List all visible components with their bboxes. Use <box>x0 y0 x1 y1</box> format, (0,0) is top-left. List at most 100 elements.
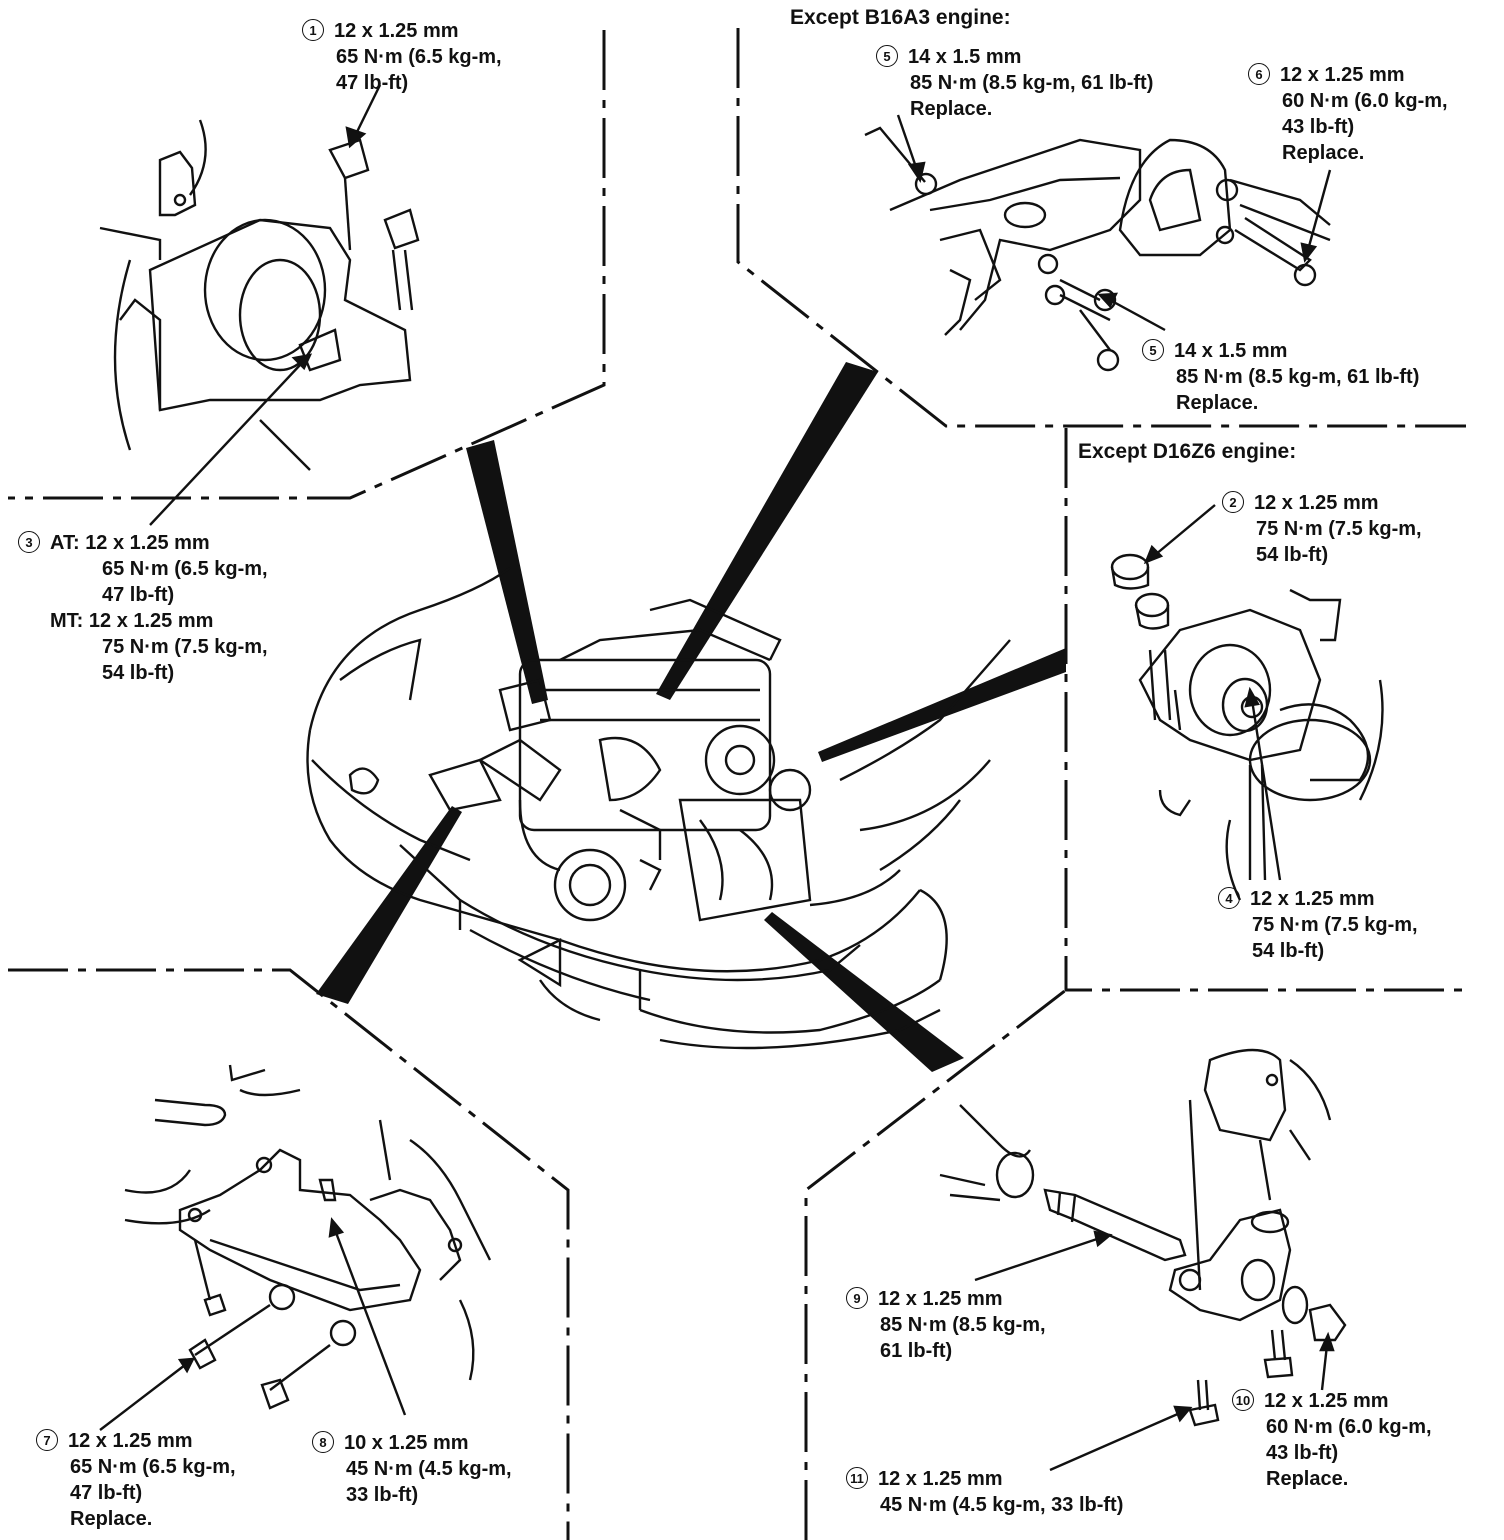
panel-borders <box>8 28 1466 1540</box>
callout-number: 7 <box>36 1429 58 1451</box>
wedge-top-right <box>656 362 878 700</box>
arrow-3 <box>149 364 301 526</box>
arrow-7-head <box>177 1357 196 1374</box>
bolt-size: 12 x 1.25 mm <box>68 1430 193 1452</box>
bolt-size-mt: 12 x 1.25 mm <box>88 610 214 632</box>
bolt-size: 12 x 1.25 mm <box>1280 64 1405 86</box>
callout-number: 5 <box>1142 339 1164 361</box>
panel-top-left-border <box>8 30 606 500</box>
panel-top-right-border <box>736 28 1466 428</box>
bolt-size: 12 x 1.25 mm <box>85 532 210 554</box>
bolt-size: 14 x 1.5 mm <box>908 46 1022 68</box>
mount-top-right <box>864 126 1331 372</box>
mount-right <box>1110 553 1384 901</box>
bolt-size: 12 x 1.25 mm <box>1250 888 1375 910</box>
wedge-bottom-right <box>764 912 964 1072</box>
callout-5-bottom: 5 14 x 1.5 mm 85 N·m (8.5 kg-m, 61 lb-ft)… <box>1142 338 1419 416</box>
callout-number: 11 <box>846 1467 868 1489</box>
torque-value: 45 N·m (4.5 kg-m, 33 lb-ft) <box>880 1494 1124 1516</box>
callout-number: 3 <box>18 531 40 553</box>
callout-9: 9 12 x 1.25 mm 85 N·m (8.5 kg-m, 61 lb-ft… <box>846 1286 1046 1364</box>
callout-number: 6 <box>1248 63 1270 85</box>
callout-number: 4 <box>1218 887 1240 909</box>
arrow-11 <box>1049 1411 1181 1472</box>
replace-note: Replace. <box>1266 1468 1349 1490</box>
torque-value: 85 N·m (8.5 kg-m, <box>880 1314 1046 1336</box>
callout-4: 4 12 x 1.25 mm 75 N·m (7.5 kg-m, 54 lb-ft… <box>1218 886 1418 964</box>
torque-value: 75 N·m (7.5 kg-m, <box>1252 914 1418 936</box>
replace-note: Replace. <box>1282 142 1365 164</box>
car-illustration <box>306 567 1011 1050</box>
bolt-size: 12 x 1.25 mm <box>334 20 459 42</box>
torque-value-mt-lbft: 54 lb-ft) <box>102 662 175 684</box>
callout-number: 10 <box>1232 1389 1254 1411</box>
callout-10: 10 12 x 1.25 mm 60 N·m (6.0 kg-m, 43 lb-f… <box>1232 1388 1432 1492</box>
torque-value-lbft: 43 lb-ft) <box>1282 116 1355 138</box>
arrows <box>99 84 1335 1472</box>
mount-bottom-left <box>124 1064 492 1410</box>
arrow-9 <box>974 1236 1101 1282</box>
torque-value: 65 N·m (6.5 kg-m, <box>336 46 502 68</box>
torque-value: 60 N·m (6.0 kg-m, <box>1282 90 1448 112</box>
arrow-8 <box>333 1229 407 1416</box>
callout-3: 3 AT: 12 x 1.25 mm 65 N·m (6.5 kg-m, 47 l… <box>18 530 268 686</box>
arrow-2-head <box>1143 544 1164 565</box>
arrow-10-head <box>1319 1331 1335 1352</box>
arrow-2 <box>1154 504 1216 556</box>
torque-value: 60 N·m (6.0 kg-m, <box>1266 1416 1432 1438</box>
callout-number: 2 <box>1222 491 1244 513</box>
heading-except-b16a3: Except B16A3 engine: <box>790 6 1011 29</box>
torque-value: 65 N·m (6.5 kg-m, <box>102 558 268 580</box>
bolt-size: 12 x 1.25 mm <box>1254 492 1379 514</box>
arrow-5a <box>896 114 919 171</box>
callout-number: 9 <box>846 1287 868 1309</box>
arrow-1 <box>353 84 382 137</box>
torque-value: 85 N·m (8.5 kg-m, 61 lb-ft) <box>1176 366 1420 388</box>
torque-value-lbft: 47 lb-ft) <box>102 584 175 606</box>
torque-value: 65 N·m (6.5 kg-m, <box>70 1456 236 1478</box>
torque-value: 45 N·m (4.5 kg-m, <box>346 1458 512 1480</box>
arrow-1-head <box>345 126 367 149</box>
bolt-size: 12 x 1.25 mm <box>878 1288 1003 1310</box>
arrow-6-head <box>1300 242 1318 263</box>
bolt-size: 12 x 1.25 mm <box>1264 1390 1389 1412</box>
torque-value-lbft: 61 lb-ft) <box>880 1340 953 1362</box>
callout-11: 11 12 x 1.25 mm 45 N·m (4.5 kg-m, 33 lb-f… <box>846 1466 1123 1518</box>
arrow-10 <box>1320 1344 1329 1391</box>
torque-value-lbft: 43 lb-ft) <box>1266 1442 1339 1464</box>
replace-note: Replace. <box>910 98 993 120</box>
arrow-11-head <box>1173 1405 1193 1423</box>
arrow-8-head <box>328 1217 345 1238</box>
arrow-5b-head <box>1097 292 1119 309</box>
bolt-size: 12 x 1.25 mm <box>878 1468 1003 1490</box>
replace-note: Replace. <box>1176 392 1259 414</box>
mt-label: MT: <box>50 610 84 632</box>
mount-bottom-right <box>939 1048 1347 1427</box>
callout-wedges <box>316 362 1066 1072</box>
torque-value: 85 N·m (8.5 kg-m, 61 lb-ft) <box>910 72 1154 94</box>
bolt-size: 10 x 1.25 mm <box>344 1432 469 1454</box>
heading-except-d16z6: Except D16Z6 engine: <box>1078 440 1297 463</box>
callout-number: 1 <box>302 19 324 41</box>
wedge-right <box>818 648 1066 762</box>
mount-top-left <box>99 119 420 471</box>
panel-bottom-right-border <box>804 988 1067 1540</box>
panel-right-border <box>1064 428 1466 992</box>
callout-1: 1 12 x 1.25 mm 65 N·m (6.5 kg-m, 47 lb-ft… <box>302 18 502 96</box>
bolt-size: 14 x 1.5 mm <box>1174 340 1288 362</box>
callout-7: 7 12 x 1.25 mm 65 N·m (6.5 kg-m, 47 lb-ft… <box>36 1428 236 1532</box>
arrow-7 <box>99 1364 186 1431</box>
wedge-top-left <box>466 440 548 704</box>
torque-value-lbft: 47 lb-ft) <box>336 72 409 94</box>
torque-value: 75 N·m (7.5 kg-m, <box>1256 518 1422 540</box>
torque-value-lbft: 54 lb-ft) <box>1252 940 1325 962</box>
at-label: AT: <box>50 532 80 554</box>
arrow-4 <box>1250 699 1282 881</box>
arrow-6 <box>1306 169 1332 251</box>
panel-bottom-left-border <box>8 968 570 1540</box>
torque-value-lbft: 47 lb-ft) <box>70 1482 143 1504</box>
